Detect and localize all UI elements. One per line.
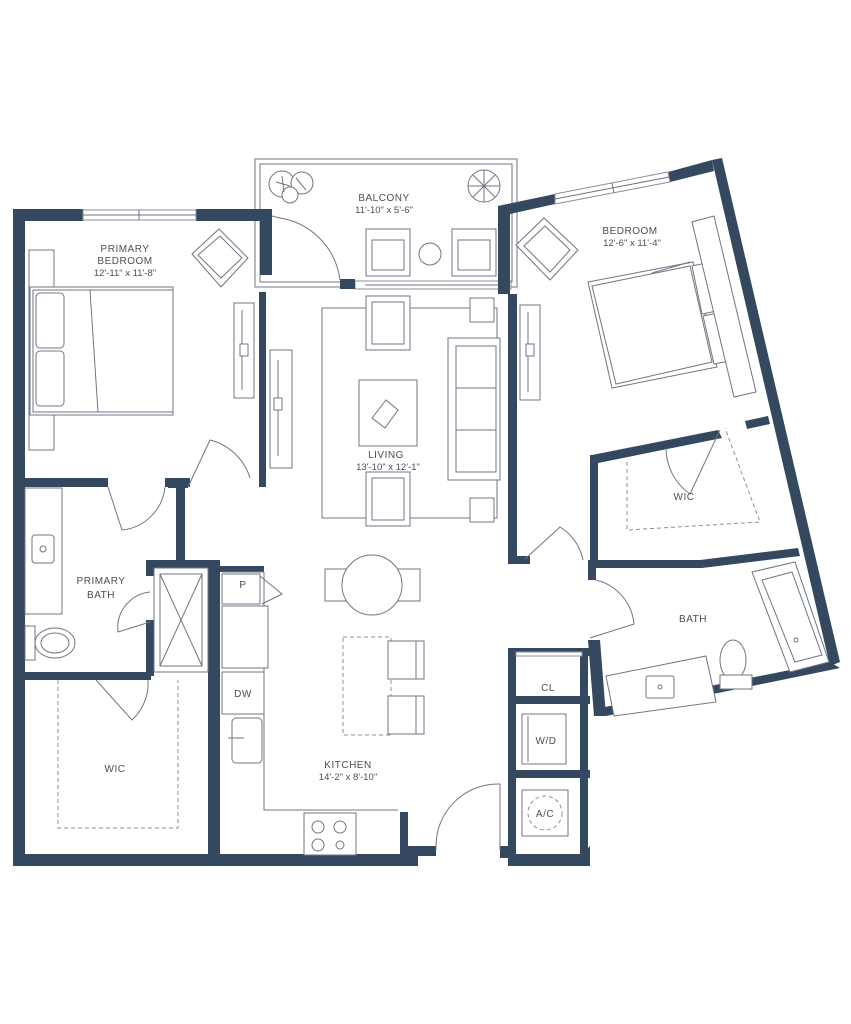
refrigerator: [221, 605, 269, 669]
barstool: [387, 695, 425, 735]
door: [524, 526, 584, 561]
shower: [153, 567, 209, 673]
room-name: BEDROOM: [97, 256, 152, 267]
fixture-label: P: [239, 580, 246, 591]
wic-right: WIC: [626, 427, 761, 531]
cooktop: [303, 812, 357, 856]
armchair: [191, 228, 249, 288]
walls: [13, 158, 840, 866]
primary-bedroom: PRIMARY BEDROOM 12'-11" x 11'-8": [28, 228, 255, 531]
room-name: BATH: [87, 590, 115, 601]
room-name: PRIMARY: [77, 576, 126, 587]
sofa: [447, 337, 501, 481]
primary-bath: PRIMARY BATH: [24, 487, 209, 721]
balcony: [254, 158, 518, 290]
pantry: [221, 573, 261, 605]
kitchen: P DW KITCHEN 14'-2" x 8'-10": [221, 571, 501, 856]
fixture-label: A/C: [536, 809, 554, 820]
door: [107, 486, 166, 531]
armchair: [365, 471, 411, 527]
windows: [82, 171, 671, 657]
utility-closets: CL W/D A/C: [521, 683, 569, 837]
bed: [29, 286, 174, 416]
door: [95, 679, 149, 721]
dishwasher: [221, 671, 265, 715]
balcony-table: [418, 242, 442, 266]
ac-unit: [521, 789, 569, 837]
door: [271, 215, 341, 281]
fixture-label: DW: [234, 689, 252, 700]
wic-left: WIC: [57, 680, 179, 829]
fixture-label: CL: [541, 683, 555, 694]
dining-table: [324, 554, 421, 616]
room-name: WIC: [674, 492, 695, 503]
room-name: WIC: [105, 764, 126, 775]
entry-door: [435, 783, 501, 850]
island: [342, 636, 392, 736]
room-dimensions: 13'-10" x 12'-1": [356, 462, 420, 473]
room-name: LIVING: [368, 450, 404, 461]
room-name: BATH: [679, 614, 707, 625]
living-room: LIVING 13'-10" x 12'-1": [269, 215, 501, 527]
bathtub: [751, 561, 830, 673]
room-dimensions: 12'-6" x 11'-4": [603, 238, 661, 249]
plant-icon: [268, 170, 314, 204]
room-name: KITCHEN: [324, 760, 371, 771]
room-name: BEDROOM: [602, 226, 657, 237]
toilet: [24, 625, 76, 661]
washer-dryer: [521, 713, 567, 765]
vanity: [605, 655, 717, 717]
armchair: [365, 295, 411, 351]
door: [117, 591, 151, 633]
balcony-chair: [365, 228, 411, 277]
room-dimensions: 12'-11" x 11'-8": [94, 268, 156, 279]
door: [589, 579, 635, 639]
barstool: [387, 640, 425, 680]
room-dimensions: 11'-10" x 5'-6": [355, 205, 413, 216]
plant-icon: [467, 169, 501, 203]
bedroom: BEDROOM 12'-6" x 11'-4": [515, 215, 757, 561]
bath: BATH: [589, 561, 830, 717]
armchair: [515, 217, 579, 281]
balcony-chair: [451, 228, 497, 277]
room-dimensions: 14'-2" x 8'-10": [319, 772, 377, 783]
room-name: BALCONY: [358, 193, 409, 204]
toilet: [719, 639, 753, 690]
door: [187, 439, 251, 488]
fixture-label: W/D: [536, 736, 557, 747]
room-name: PRIMARY: [101, 244, 150, 255]
